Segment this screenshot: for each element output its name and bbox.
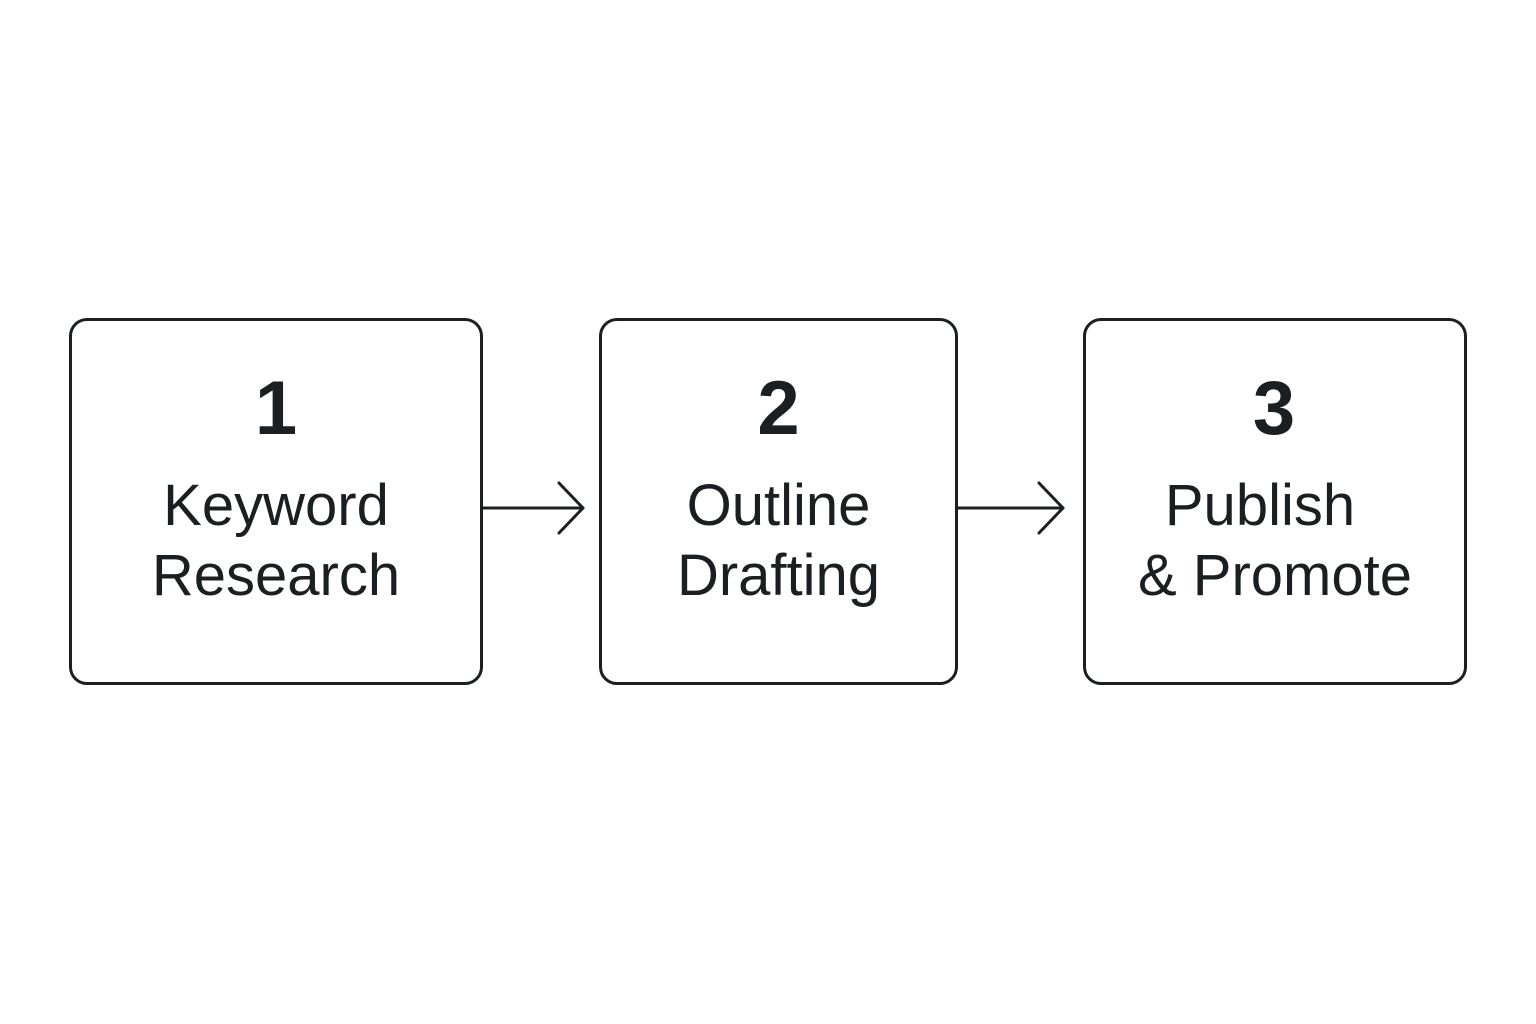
step-label: Keyword Research [72, 471, 480, 611]
step-number: 3 [1252, 366, 1296, 451]
right-arrow-icon [956, 481, 1065, 535]
step-label: Outline Drafting [602, 471, 955, 611]
step-label-line: & Promote [1138, 543, 1412, 608]
step-label-line: Keyword [163, 473, 389, 538]
step-box-publish-promote: 3 Publish & Promote [1083, 318, 1467, 685]
step-label-line: Research [151, 543, 401, 608]
step-number: 1 [254, 366, 298, 451]
step-number: 2 [757, 366, 800, 451]
step-label: Publish & Promote [1086, 471, 1464, 611]
step-label-line: Outline [686, 473, 871, 538]
step-box-keyword-research: 1 Keyword Research [69, 318, 483, 685]
step-label-line: Publish [1164, 473, 1356, 538]
step-label-line: Drafting [676, 543, 881, 608]
right-arrow-icon [481, 481, 585, 535]
step-box-outline-drafting: 2 Outline Drafting [599, 318, 958, 685]
